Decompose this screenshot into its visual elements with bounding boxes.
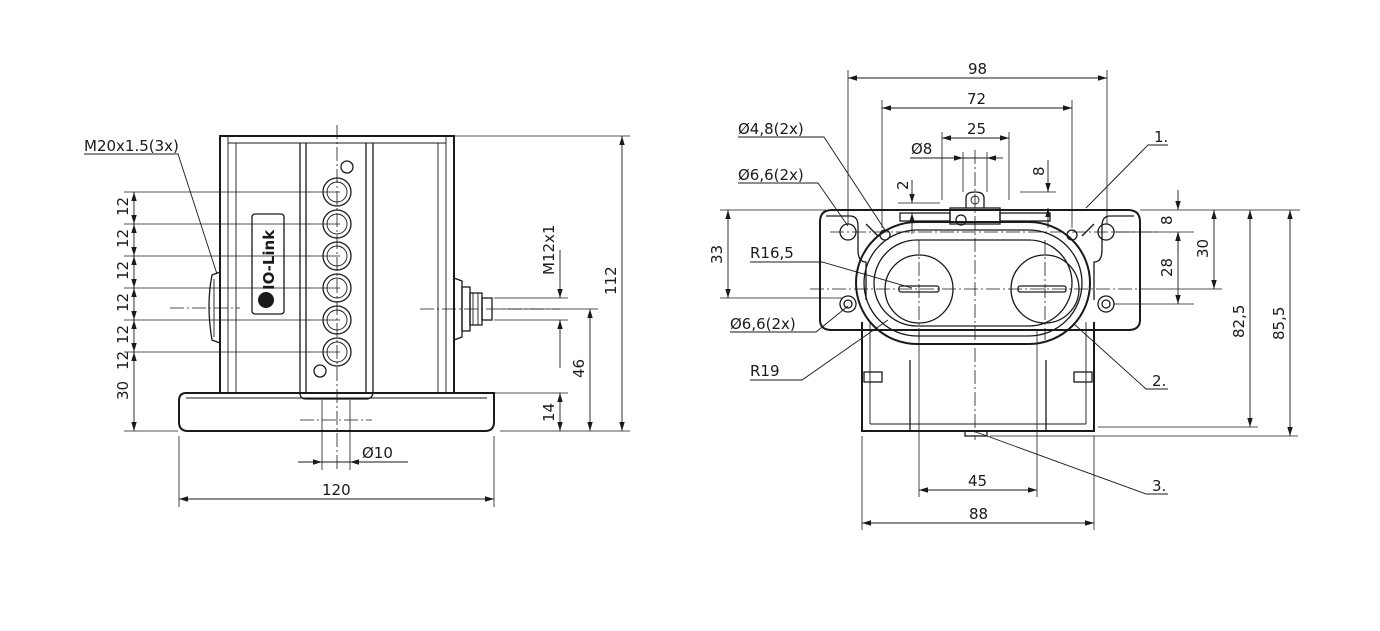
- dim-12-f: 12: [114, 351, 132, 370]
- hole-label-66-top: Ø6,6(2x): [738, 166, 804, 184]
- dim-12-e: 12: [114, 325, 132, 344]
- dim-46: 46: [570, 359, 588, 378]
- dim-14: 14: [540, 403, 558, 422]
- dim-855: 85,5: [1270, 307, 1288, 340]
- dim-45: 45: [968, 472, 987, 490]
- callout-2: 2.: [1152, 372, 1166, 390]
- dim-8-top: 8: [1030, 166, 1048, 176]
- thread-label: M20x1.5(3x): [84, 137, 179, 155]
- dim-m12x1: M12x1: [540, 225, 558, 275]
- dim-30-base: 30: [114, 381, 132, 400]
- radius-label-165: R16,5: [750, 244, 794, 262]
- callout-3: 3.: [1152, 477, 1166, 495]
- io-link-logo: IO-Link: [260, 229, 278, 290]
- dim-8-right: 8: [1158, 215, 1176, 225]
- callout-1: 1.: [1154, 128, 1168, 146]
- dim-12-c: 12: [114, 261, 132, 280]
- side-view: IO-Link: [84, 125, 630, 507]
- dim-25: 25: [967, 120, 986, 138]
- hole-label-48: Ø4,8(2x): [738, 120, 804, 138]
- dim-2: 2: [894, 180, 912, 190]
- dim-12-d: 12: [114, 293, 132, 312]
- dim-72: 72: [967, 90, 986, 108]
- led-column: [322, 177, 352, 367]
- dim-98: 98: [968, 60, 987, 78]
- front-view: 98 72 25 Ø8 2 8 Ø4,8(2x) Ø6,6(2x) 33 R16…: [708, 60, 1300, 530]
- dim-825: 82,5: [1230, 305, 1248, 338]
- dim-112: 112: [602, 266, 620, 295]
- dim-30: 30: [1194, 239, 1212, 258]
- dim-12-b: 12: [114, 229, 132, 248]
- radius-label-19: R19: [750, 362, 780, 380]
- dim-33: 33: [708, 245, 726, 264]
- hole-label-66-bottom: Ø6,6(2x): [730, 315, 796, 333]
- dim-88: 88: [969, 505, 988, 523]
- dim-dia-10: Ø10: [362, 444, 393, 462]
- dim-120: 120: [322, 481, 351, 499]
- dim-12-a: 12: [114, 197, 132, 216]
- dim-28: 28: [1158, 258, 1176, 277]
- dim-dia-8: Ø8: [911, 140, 932, 158]
